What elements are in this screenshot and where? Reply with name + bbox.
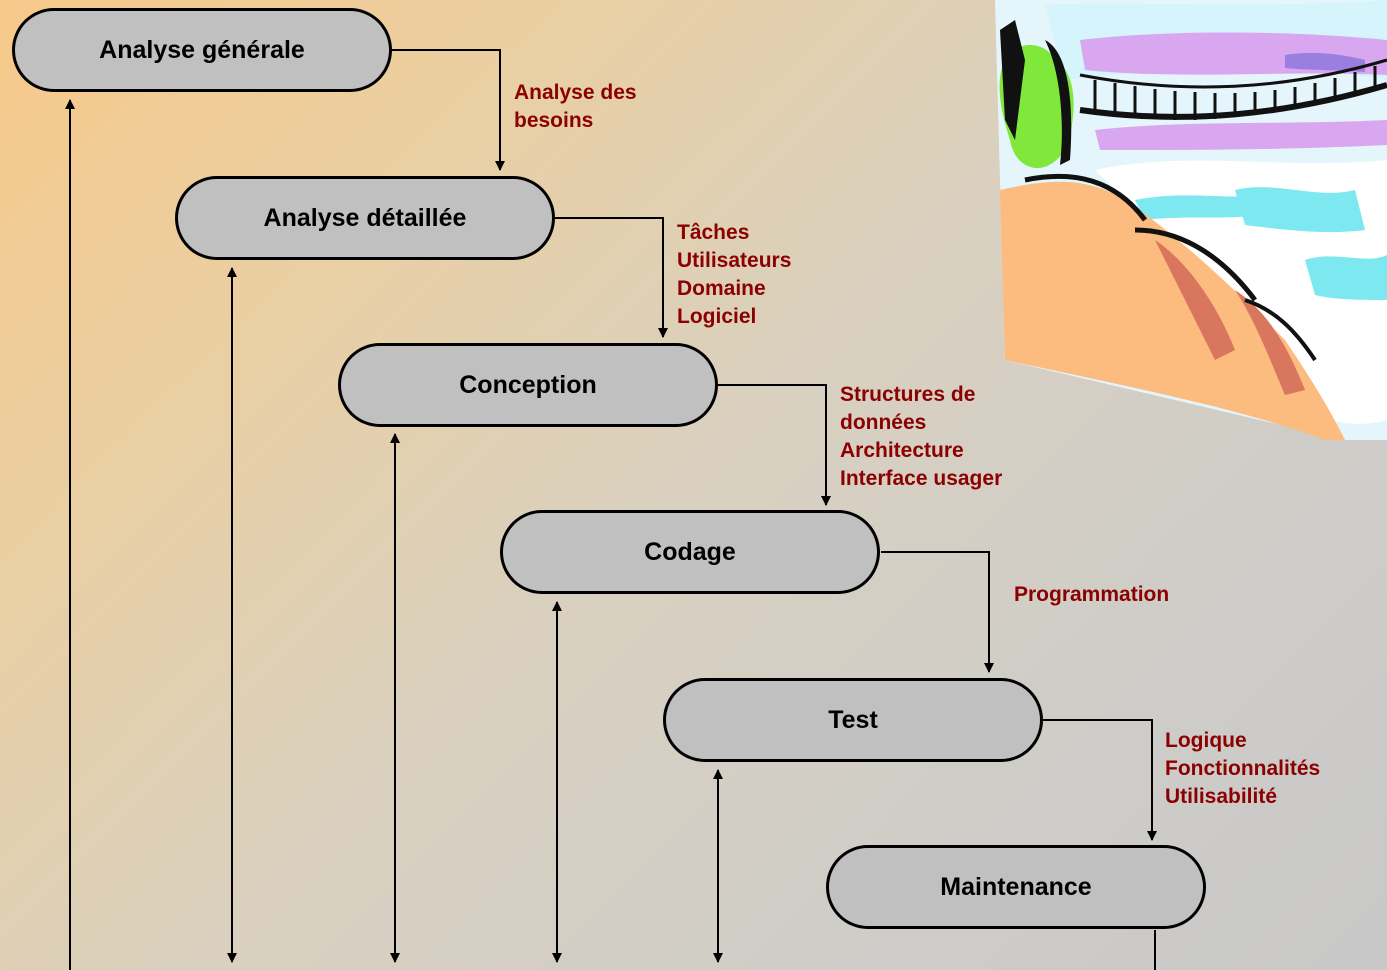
note-line: données xyxy=(840,411,927,434)
note-taches: Tâches Utilisateurs Domaine Logiciel xyxy=(677,219,791,331)
connector-1 xyxy=(392,49,505,171)
stage-label: Codage xyxy=(644,537,736,566)
note-line: Fonctionnalités xyxy=(1165,757,1321,780)
stage-label: Analyse générale xyxy=(99,35,305,64)
note-line: Utilisabilité xyxy=(1165,785,1278,808)
note-line: Logique xyxy=(1165,729,1247,752)
note-line: Analyse des xyxy=(514,81,637,104)
stage-codage: Codage xyxy=(500,510,880,594)
note-line: Interface usager xyxy=(840,467,1003,490)
note-logique: Logique Fonctionnalités Utilisabilité xyxy=(1165,727,1320,811)
connector-2 xyxy=(555,217,668,338)
note-line: Tâches xyxy=(677,221,750,244)
connector-4 xyxy=(881,551,994,673)
note-line: Domaine xyxy=(677,277,766,300)
stage-analyse-detaillee: Analyse détaillée xyxy=(175,176,555,260)
connector-5 xyxy=(1043,719,1157,841)
stage-label: Analyse détaillée xyxy=(263,203,467,232)
stage-label: Conception xyxy=(459,370,597,399)
note-line: Architecture xyxy=(840,439,964,462)
note-programmation: Programmation xyxy=(1014,581,1169,609)
suspension-bridge-cliff-icon xyxy=(995,0,1387,440)
note-line: besoins xyxy=(514,109,594,132)
stage-test: Test xyxy=(663,678,1043,762)
note-line: Logiciel xyxy=(677,305,757,328)
stage-maintenance: Maintenance xyxy=(826,845,1206,929)
connector-3 xyxy=(718,384,831,506)
stage-analyse-generale: Analyse générale xyxy=(12,8,392,92)
note-line: Structures de xyxy=(840,383,976,406)
note-structures: Structures de données Architecture Inter… xyxy=(840,381,1002,493)
stage-label: Maintenance xyxy=(940,872,1092,901)
stage-label: Test xyxy=(828,705,878,734)
note-analyse-besoins: Analyse des besoins xyxy=(514,79,637,135)
stage-conception: Conception xyxy=(338,343,718,427)
note-line: Utilisateurs xyxy=(677,249,792,272)
note-line: Programmation xyxy=(1014,583,1170,606)
